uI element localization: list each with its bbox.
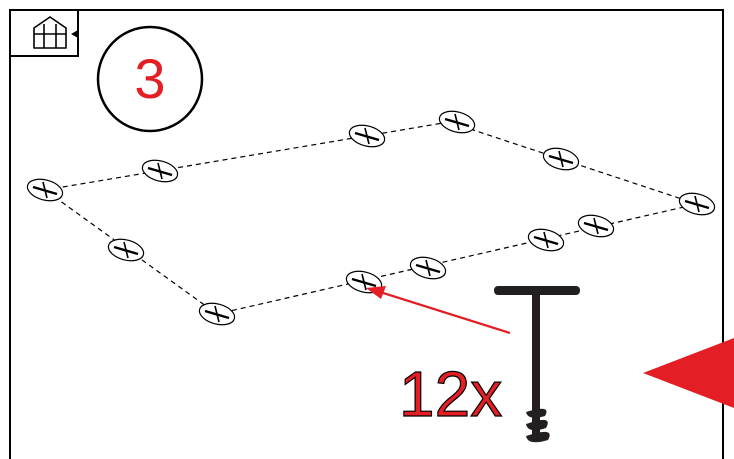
ground-anchor-marker-icon — [542, 147, 580, 171]
ground-anchor-marker-icon — [577, 214, 615, 238]
pointer-arrow — [366, 286, 511, 335]
ground-anchor-marker-icon — [26, 178, 64, 202]
ground-anchor-marker-icon — [198, 302, 236, 326]
next-arrow-icon[interactable] — [643, 338, 734, 408]
ground-anchor-marker-icon — [409, 256, 447, 280]
step-number: 3 — [134, 47, 165, 110]
ground-anchor-marker-icon — [527, 228, 565, 252]
anchor-markers — [26, 110, 716, 326]
ground-anchor-marker-icon — [438, 110, 476, 134]
greenhouse-house-icon — [33, 16, 67, 49]
quantity-label: 12x — [399, 358, 502, 430]
house-tab — [9, 9, 79, 57]
step-badge: 3 — [96, 25, 204, 133]
ground-anchor-marker-icon — [107, 238, 145, 262]
ground-anchor-marker-icon — [678, 192, 716, 216]
ground-auger-icon — [494, 286, 580, 443]
ground-anchor-marker-icon — [348, 124, 386, 148]
ground-anchor-marker-icon — [141, 159, 179, 183]
page-frame — [9, 9, 724, 459]
